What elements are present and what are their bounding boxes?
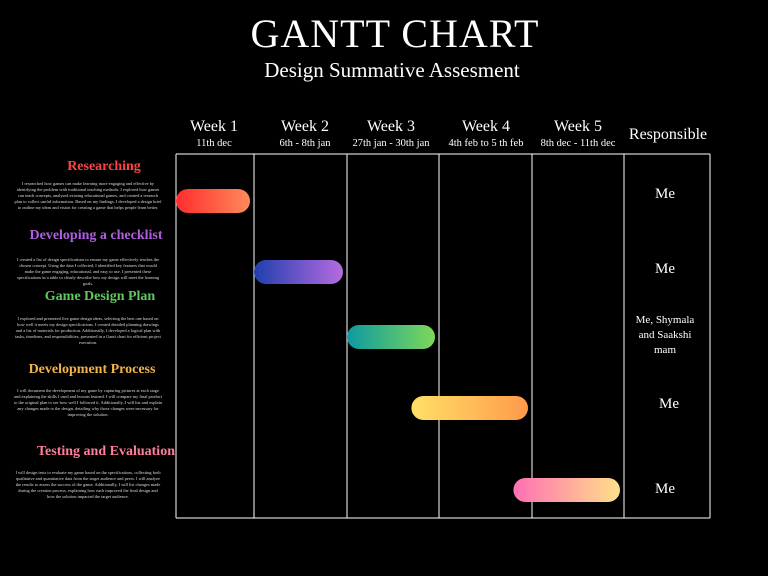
week-label: Week 5	[553, 118, 603, 135]
week-dates: 27th jan - 30th jan	[352, 138, 430, 149]
week-column-header: Week 1 11th dec	[164, 117, 264, 151]
week-label: Week 3	[366, 118, 416, 135]
task-name: Researching	[67, 159, 141, 174]
task-name: Developing a checklist	[29, 228, 163, 243]
week-label: Week 2	[280, 118, 330, 135]
task-name: Development Process	[28, 362, 156, 377]
chart-title: GANTT CHART	[250, 11, 540, 56]
task-responsible: Me	[655, 186, 675, 202]
task-description: I will design tests to evaluate my game …	[15, 470, 161, 499]
week-label: Week 1	[189, 118, 239, 135]
week-dates: 11th dec	[196, 138, 232, 149]
task-bar	[513, 478, 620, 502]
task-responsible: Me	[659, 396, 679, 412]
task-bar	[176, 189, 250, 213]
task-description: I will document the development of my ga…	[14, 388, 162, 417]
chart-subtitle: Design Summative Assesment	[264, 58, 520, 82]
task-description: I created a list of design specification…	[16, 257, 160, 286]
task-description: I researched how games can make learning…	[14, 181, 162, 210]
week-label: Week 4	[461, 118, 511, 135]
task-bar	[347, 325, 435, 349]
week-column-header: Week 2 6th - 8th jan	[255, 117, 355, 151]
week-column-header: Week 4 4th feb to 5 th feb	[436, 117, 536, 151]
week-dates: 8th dec - 11th dec	[540, 138, 616, 149]
task-responsible: Me, Shymala and Saakshi mam	[635, 314, 695, 356]
week-column-header: Week 3 27th jan - 30th jan	[341, 117, 441, 151]
task-responsible: Me	[655, 261, 675, 277]
task-name: Game Design Plan	[44, 289, 156, 304]
task-name: Testing and Evaluation	[37, 444, 175, 459]
task-responsible: Me	[655, 481, 675, 497]
week-dates: 4th feb to 5 th feb	[448, 138, 524, 149]
task-bar	[254, 260, 343, 284]
task-bar	[411, 396, 528, 420]
week-column-header: Week 5 8th dec - 11th dec	[528, 117, 628, 151]
task-description: I explored and presented five game desig…	[15, 316, 161, 345]
responsible-header: Responsible	[628, 126, 708, 143]
week-dates: 6th - 8th jan	[279, 138, 331, 149]
